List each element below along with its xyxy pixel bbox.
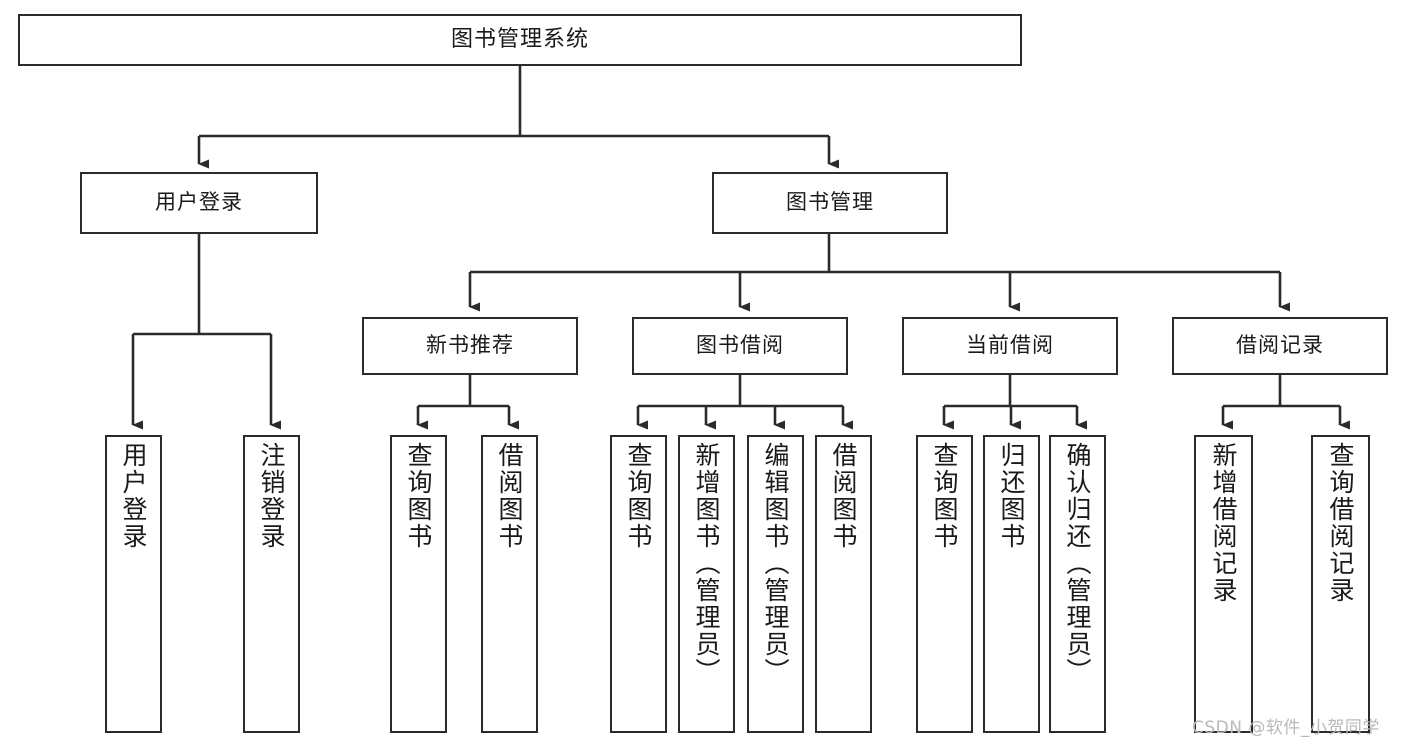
- node-user-login[interactable]: 用户登录: [80, 172, 318, 234]
- leaf-query-book-1[interactable]: 查询图书: [390, 435, 447, 733]
- node-borrow-record-label: 借阅记录: [1236, 333, 1324, 358]
- leaf-edit-book[interactable]: 编辑图书（管理员）: [747, 435, 804, 733]
- node-current-borrow[interactable]: 当前借阅: [902, 317, 1118, 375]
- node-root[interactable]: 图书管理系统: [18, 14, 1022, 66]
- leaf-borrow-book-2-label: 借阅图书: [829, 442, 858, 550]
- node-book-management[interactable]: 图书管理: [712, 172, 948, 234]
- leaf-add-borrow-record-label: 新增借阅记录: [1209, 442, 1238, 604]
- leaf-add-borrow-record[interactable]: 新增借阅记录: [1194, 435, 1253, 733]
- leaf-user-login-label: 用户登录: [119, 442, 148, 550]
- leaf-borrow-book-1[interactable]: 借阅图书: [481, 435, 538, 733]
- leaf-add-book[interactable]: 新增图书（管理员）: [678, 435, 735, 733]
- leaf-logout-login[interactable]: 注销登录: [243, 435, 300, 733]
- leaf-query-book-3[interactable]: 查询图书: [916, 435, 973, 733]
- csdn-watermark: CSDN @软件_小贺同学: [1192, 718, 1380, 738]
- leaf-return-book[interactable]: 归还图书: [983, 435, 1040, 733]
- leaf-add-book-label: 新增图书（管理员）: [692, 442, 721, 685]
- leaf-query-borrow-record-label: 查询借阅记录: [1326, 442, 1355, 604]
- leaf-confirm-return[interactable]: 确认归还（管理员）: [1049, 435, 1106, 733]
- node-book-borrow[interactable]: 图书借阅: [632, 317, 848, 375]
- node-borrow-record[interactable]: 借阅记录: [1172, 317, 1388, 375]
- node-new-book-recommend[interactable]: 新书推荐: [362, 317, 578, 375]
- leaf-borrow-book-2[interactable]: 借阅图书: [815, 435, 872, 733]
- node-book-management-label: 图书管理: [786, 190, 874, 215]
- leaf-edit-book-label: 编辑图书（管理员）: [761, 442, 790, 685]
- leaf-query-borrow-record[interactable]: 查询借阅记录: [1311, 435, 1370, 733]
- leaf-logout-login-label: 注销登录: [257, 442, 286, 550]
- node-book-borrow-label: 图书借阅: [696, 333, 784, 358]
- leaf-borrow-book-1-label: 借阅图书: [495, 442, 524, 550]
- leaf-query-book-2-label: 查询图书: [624, 442, 653, 550]
- node-root-label: 图书管理系统: [450, 26, 589, 52]
- node-user-login-label: 用户登录: [155, 190, 243, 215]
- leaf-user-login[interactable]: 用户登录: [105, 435, 162, 733]
- node-current-borrow-label: 当前借阅: [966, 333, 1054, 358]
- leaf-return-book-label: 归还图书: [997, 442, 1026, 550]
- node-new-book-recommend-label: 新书推荐: [426, 333, 514, 358]
- leaf-query-book-1-label: 查询图书: [404, 442, 433, 550]
- leaf-confirm-return-label: 确认归还（管理员）: [1063, 442, 1092, 685]
- leaf-query-book-2[interactable]: 查询图书: [610, 435, 667, 733]
- leaf-query-book-3-label: 查询图书: [930, 442, 959, 550]
